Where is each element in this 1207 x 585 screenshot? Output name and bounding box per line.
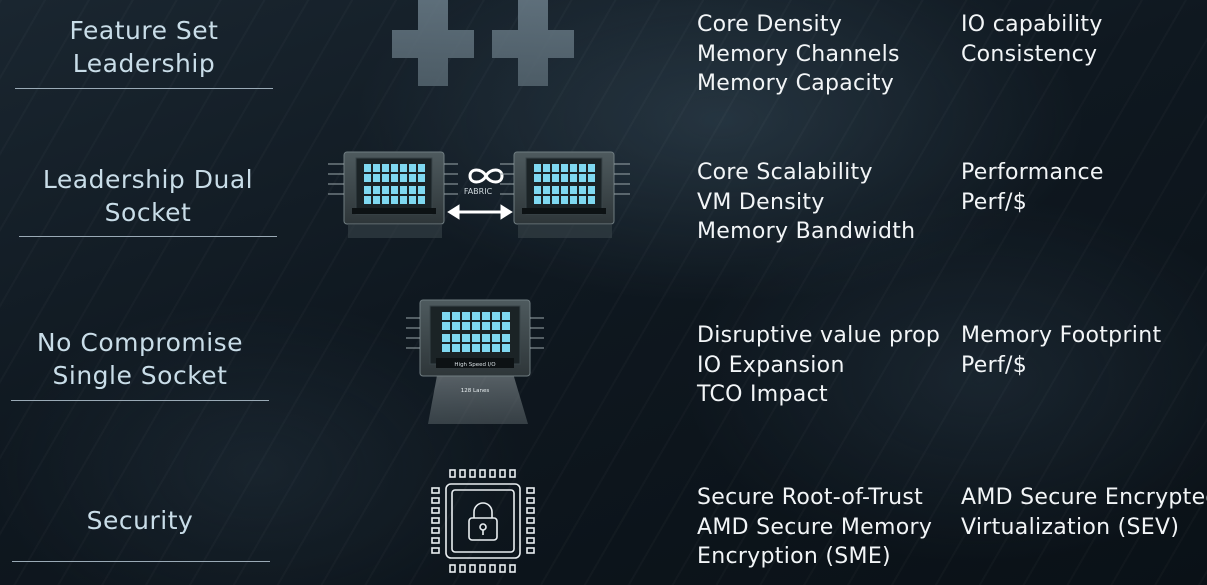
fabric-label: FABRIC: [464, 187, 493, 196]
cpu-chip-right: [500, 151, 630, 238]
plus-icons: [392, 0, 576, 88]
benefit-item: IO capability: [961, 12, 1103, 37]
row-divider: [19, 236, 277, 237]
cpu-chip-left: [328, 151, 458, 238]
lock-chip-icon: [430, 468, 536, 574]
row-divider: [11, 400, 269, 401]
benefit-item: Core Scalability: [697, 160, 873, 185]
chip-io-label: High Speed I/O: [454, 362, 496, 368]
benefit-item: TCO Impact: [697, 382, 828, 407]
benefits-right-feature-set: IO capability Consistency: [961, 10, 1103, 69]
benefit-item: Memory Capacity: [697, 71, 895, 96]
chip-lanes-label: 128 Lanes: [461, 388, 490, 394]
infinity-fabric-icon: [468, 168, 504, 184]
benefit-item: Perf/$: [961, 352, 1028, 378]
benefit-item: Consistency: [961, 41, 1098, 67]
benefit-item: Virtualization (SEV): [961, 514, 1180, 540]
row-title-feature-set: Feature Set Leadership: [69, 16, 219, 78]
benefits-left-feature-set: Core Density Memory Channels Memory Capa…: [697, 10, 900, 99]
plus-icon: [492, 0, 574, 86]
benefit-item: Memory Footprint: [961, 323, 1162, 348]
row-title-dual-socket: Leadership Dual Socket: [42, 165, 254, 227]
row-title-single-socket: No Compromise Single Socket: [36, 328, 244, 390]
benefit-item: Disruptive value prop: [697, 323, 941, 348]
benefit-item: Memory Bandwidth: [697, 219, 916, 244]
benefits-left-single-socket: Disruptive value prop IO Expansion TCO I…: [697, 321, 940, 410]
benefits-right-security: AMD Secure Encrypted Virtualization (SEV…: [961, 483, 1207, 542]
benefit-item: Core Density: [697, 12, 843, 37]
benefit-item: AMD Secure Memory: [697, 514, 933, 540]
benefit-item: Memory Channels: [697, 41, 900, 67]
benefit-item: Performance: [961, 160, 1104, 185]
row-divider: [12, 561, 270, 562]
single-socket-chip-graphic: High Speed I/O 128 Lanes: [400, 296, 550, 426]
dual-socket-fabric-graphic: FABRIC: [326, 148, 632, 240]
cpu-chip-single: [406, 299, 544, 377]
benefits-right-dual-socket: Performance Perf/$: [961, 158, 1104, 217]
benefits-left-security: Secure Root-of-Trust AMD Secure Memory E…: [697, 483, 932, 572]
benefit-item: Perf/$: [961, 189, 1028, 215]
benefit-item: IO Expansion: [697, 352, 845, 378]
benefit-item: AMD Secure Encrypted: [961, 485, 1207, 510]
io-lanes: [428, 370, 528, 424]
benefit-item: VM Density: [697, 189, 825, 215]
benefit-item: Secure Root-of-Trust: [697, 485, 924, 510]
row-divider: [15, 88, 273, 89]
benefits-right-single-socket: Memory Footprint Perf/$: [961, 321, 1161, 380]
plus-icon: [392, 0, 474, 86]
fabric-arrow-icon: [447, 204, 513, 220]
benefits-left-dual-socket: Core Scalability VM Density Memory Bandw…: [697, 158, 915, 247]
benefit-item: Encryption (SME): [697, 544, 891, 569]
plus-icons-svg: [392, 0, 574, 86]
row-title-security: Security: [86, 506, 194, 535]
